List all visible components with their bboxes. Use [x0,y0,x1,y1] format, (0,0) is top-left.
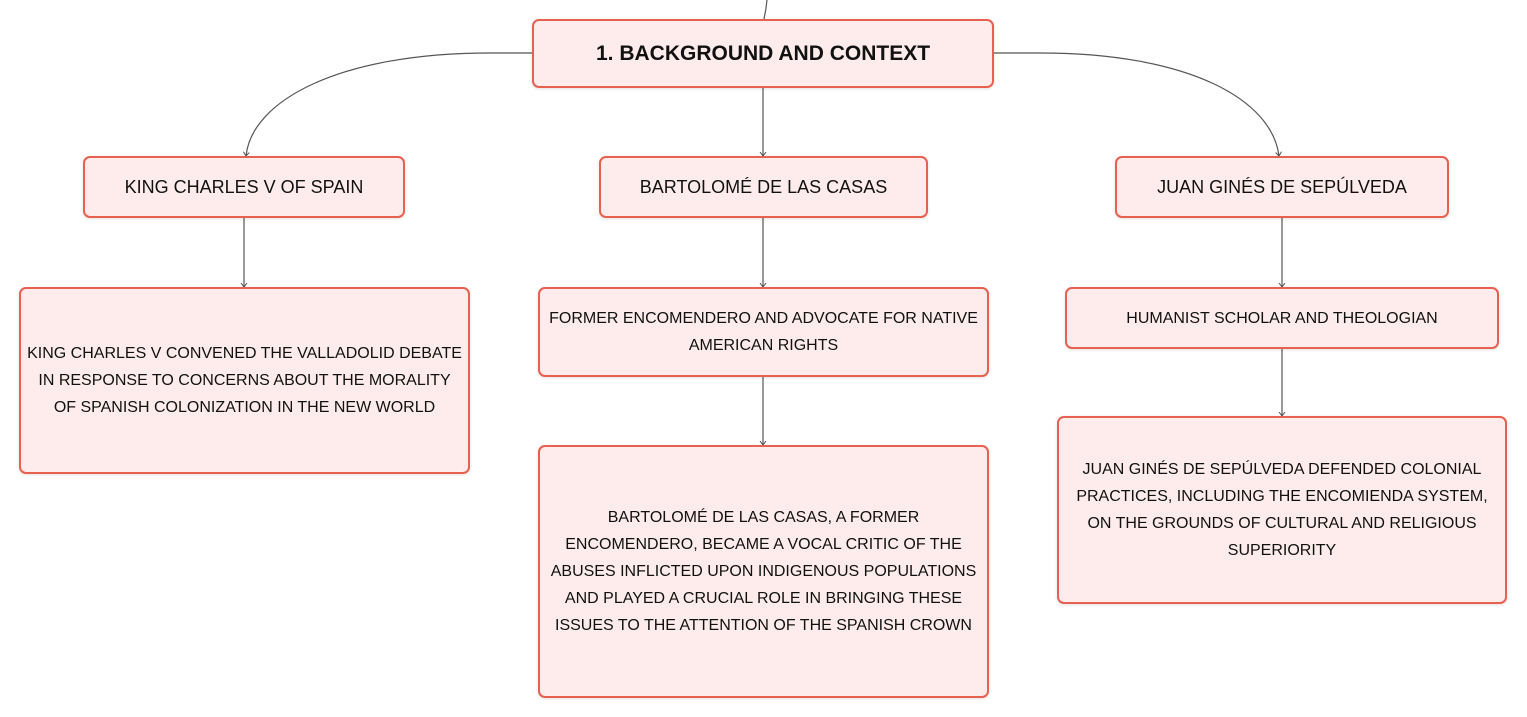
node-king-charles[interactable]: KING CHARLES V OF SPAIN [83,156,405,218]
node-king-charles-label: KING CHARLES V OF SPAIN [124,176,364,197]
connector-root-charles [246,52,532,156]
node-sepulveda[interactable]: JUAN GINÉS DE SEPÚLVEDA [1115,156,1449,218]
node-charles-description-text: KING CHARLES V CONVENED THE VALLADOLID D… [27,345,462,416]
root-node[interactable]: 1. BACKGROUND AND CONTEXT [532,19,994,88]
node-las-casas-role-text: FORMER ENCOMENDERO AND ADVOCATE FOR NATI… [549,310,978,354]
node-las-casas-description-text: BARTOLOMÉ DE LAS CASAS, A FORMER ENCOMEN… [550,509,977,634]
node-las-casas-label: BARTOLOMÉ DE LAS CASAS [639,176,888,197]
node-las-casas-description[interactable]: BARTOLOMÉ DE LAS CASAS, A FORMER ENCOMEN… [538,445,989,698]
connector-root-sepulveda [994,52,1279,156]
node-las-casas[interactable]: BARTOLOMÉ DE LAS CASAS [599,156,928,218]
node-sepulveda-description[interactable]: JUAN GINÉS DE SEPÚLVEDA DEFENDED COLONIA… [1057,416,1507,604]
root-node-label: 1. BACKGROUND AND CONTEXT [595,41,931,65]
node-sepulveda-role[interactable]: HUMANIST SCHOLAR AND THEOLOGIAN [1065,287,1499,349]
node-sepulveda-description-text: JUAN GINÉS DE SEPÚLVEDA DEFENDED COLONIA… [1076,461,1488,559]
node-charles-description[interactable]: KING CHARLES V CONVENED THE VALLADOLID D… [19,287,470,474]
node-las-casas-role[interactable]: FORMER ENCOMENDERO AND ADVOCATE FOR NATI… [538,287,989,377]
incoming-connector [763,0,768,20]
node-sepulveda-role-text: HUMANIST SCHOLAR AND THEOLOGIAN [1126,309,1438,327]
node-sepulveda-label: JUAN GINÉS DE SEPÚLVEDA [1157,176,1407,197]
